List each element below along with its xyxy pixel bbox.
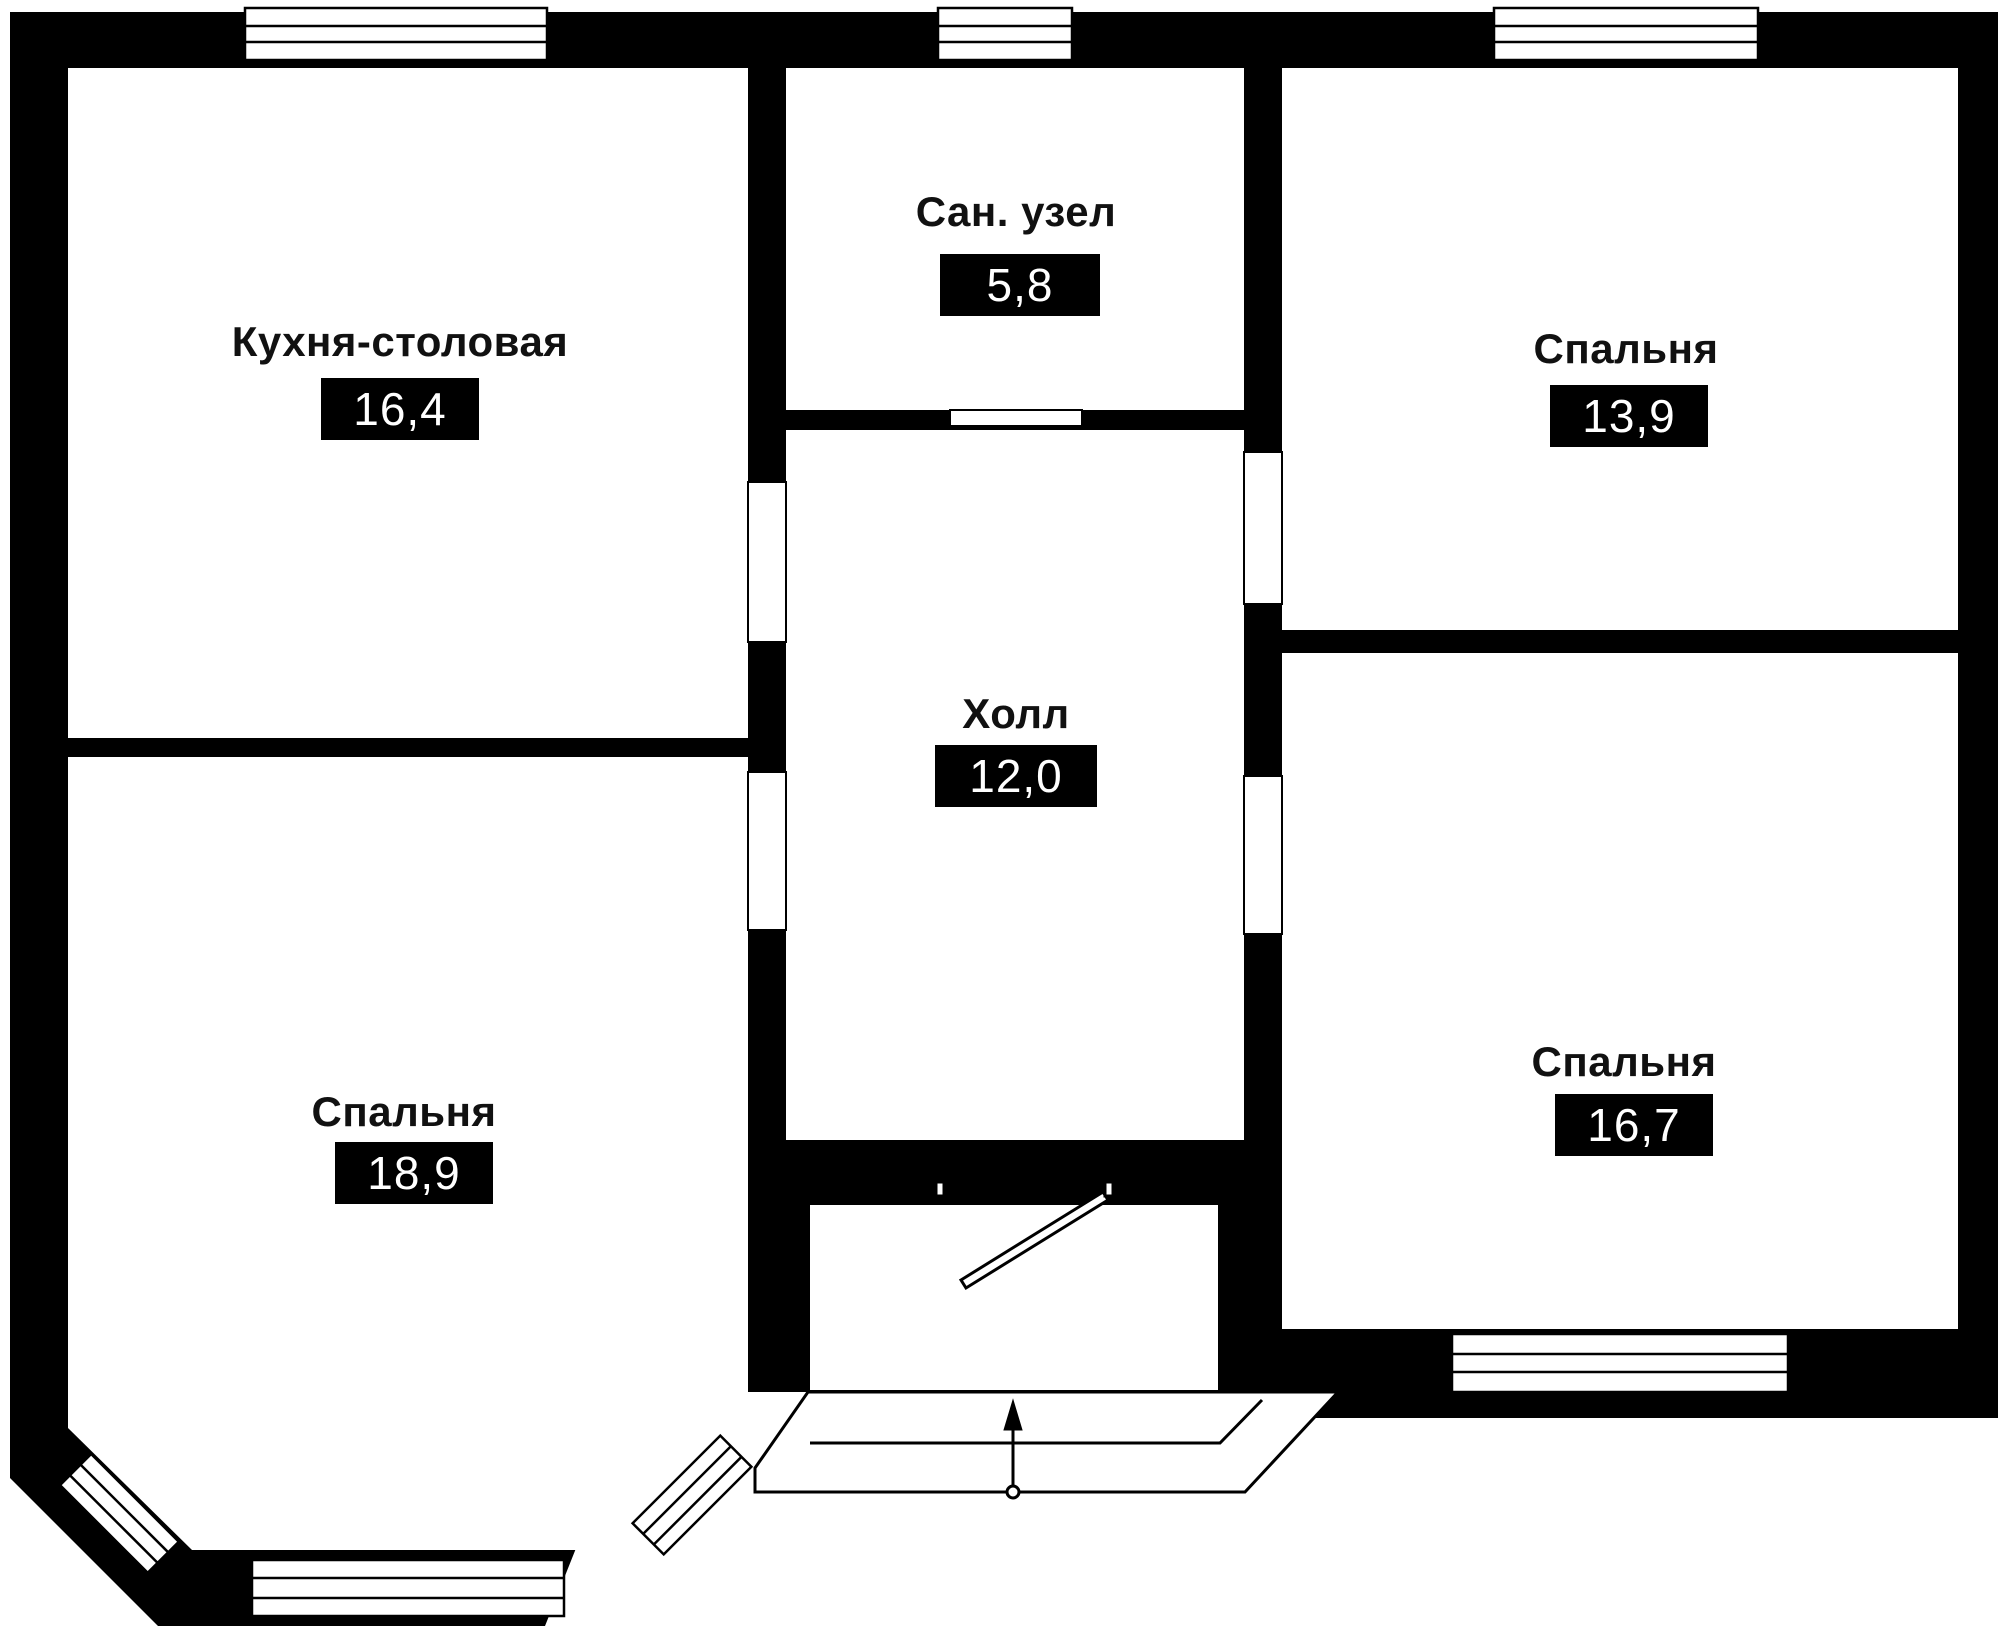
room-area-bathroom: 5,8 <box>940 254 1100 316</box>
interior-partitions <box>60 410 1958 750</box>
entrance-door <box>934 1180 1115 1291</box>
room-area-bedroom-bottom-left: 18,9 <box>335 1142 493 1204</box>
entrance-arrow <box>1003 1398 1023 1500</box>
room-area-kitchen: 16,4 <box>321 378 479 440</box>
window-bedroom-bottom-right <box>1450 1332 1790 1394</box>
room-interiors <box>68 68 1958 1550</box>
room-name-bedroom-top-right: Спальня <box>1533 325 1719 372</box>
room-name-bathroom: Сан. узел <box>915 188 1117 235</box>
room-area-bedroom-bottom-right: 16,7 <box>1555 1094 1713 1156</box>
room-name-bedroom-bottom-left: Спальня <box>311 1088 497 1135</box>
window-kitchen <box>243 6 549 62</box>
doorways <box>747 409 1283 935</box>
window-bedroom-bottom-left <box>250 1558 566 1618</box>
window-bay-right <box>630 1433 754 1557</box>
room-name-bedroom-bottom-right: Спальня <box>1531 1038 1717 1085</box>
windows <box>58 6 1790 1618</box>
room-area-bedroom-top-right: 13,9 <box>1550 385 1708 447</box>
room-name-kitchen: Кухня-столовая <box>231 318 569 365</box>
room-area-hall: 12,0 <box>935 745 1097 807</box>
bathroom-floor <box>786 68 1244 410</box>
porch <box>753 1390 1342 1494</box>
window-bedroom-top-right <box>1492 6 1760 62</box>
window-bay-left <box>58 1452 181 1575</box>
window-bathroom <box>936 6 1074 62</box>
vestibule-floor <box>810 1205 1218 1390</box>
entrance-jambs <box>786 1140 1244 1205</box>
room-name-hall: Холл <box>962 690 1070 737</box>
bedroom-top-right-floor <box>1282 68 1958 630</box>
bedroom-bottom-right-floor <box>1282 653 1958 1329</box>
